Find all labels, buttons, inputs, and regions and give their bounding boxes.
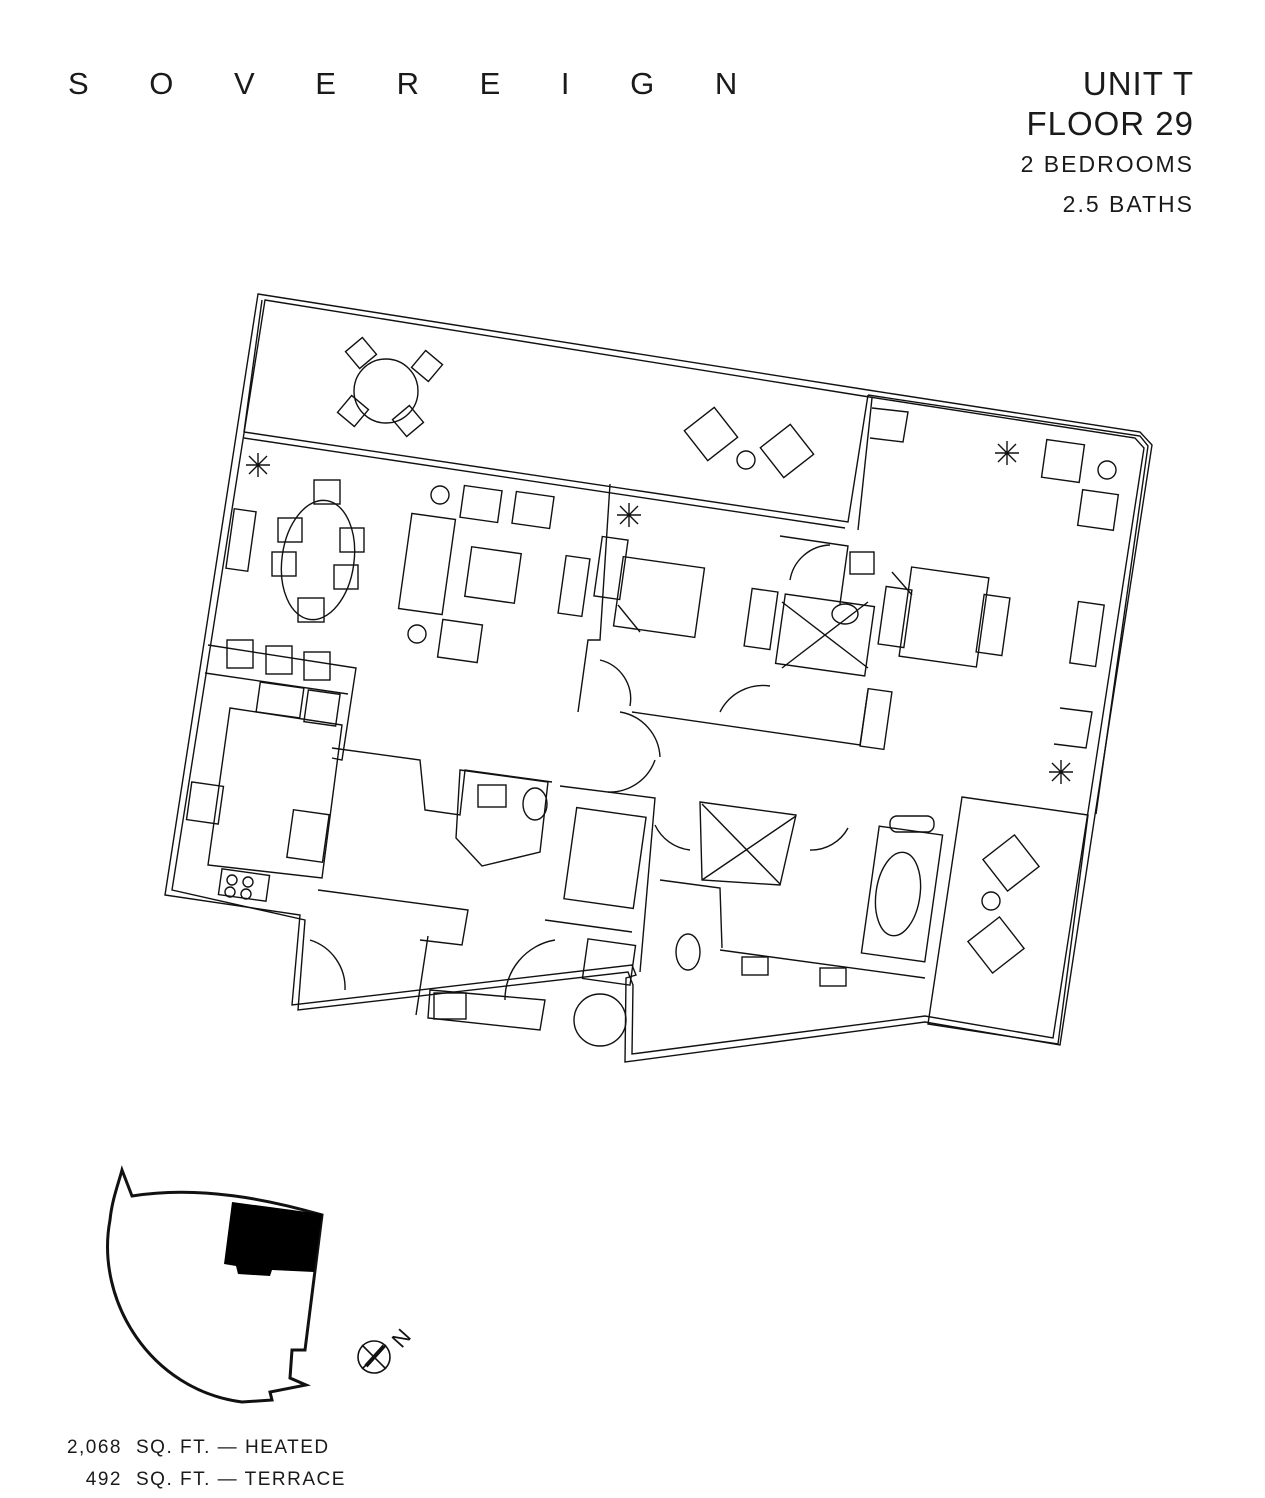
floor-plan bbox=[164, 293, 1153, 1063]
living-area bbox=[397, 484, 591, 664]
north-arrow-icon bbox=[357, 1340, 391, 1374]
area-heated-value: 2,068 bbox=[66, 1437, 122, 1458]
key-plan: N bbox=[106, 1165, 416, 1404]
area-heated: 2,068 SQ. FT. — HEATED bbox=[64, 1432, 346, 1464]
brand-wordmark: S O V E R E I G N bbox=[68, 66, 764, 101]
unit-baths: 2.5 BATHS bbox=[1062, 191, 1194, 217]
area-heated-label: SQ. FT. — HEATED bbox=[136, 1437, 330, 1458]
primary-bedroom bbox=[779, 535, 1011, 751]
southeast-terrace bbox=[927, 796, 1089, 1045]
area-terrace-value: 492 bbox=[85, 1469, 122, 1490]
plant-icons bbox=[246, 441, 1073, 784]
dining-area bbox=[225, 479, 365, 623]
primary-bath bbox=[544, 785, 944, 1047]
unit-bedrooms: 2 BEDROOMS bbox=[1020, 151, 1194, 177]
compass-label: N bbox=[387, 1324, 416, 1353]
unit-floor: FLOOR 29 bbox=[1026, 105, 1194, 142]
area-summary: 2,068 SQ. FT. — HEATED 492 SQ. FT. — TER… bbox=[64, 1432, 346, 1496]
building-outline bbox=[106, 1165, 324, 1404]
hall-and-powder bbox=[309, 711, 661, 1031]
unit-name: UNIT T bbox=[1082, 65, 1194, 102]
unit-highlight bbox=[224, 1202, 322, 1276]
central-bath bbox=[774, 544, 876, 677]
kitchen bbox=[185, 639, 357, 903]
area-terrace: 492 SQ. FT. — TERRACE bbox=[64, 1464, 346, 1496]
outer-walls bbox=[164, 293, 1153, 1063]
area-terrace-label: SQ. FT. — TERRACE bbox=[136, 1469, 346, 1490]
unit-info: UNIT T FLOOR 29 2 BEDROOMS 2.5 BATHS bbox=[1021, 64, 1194, 224]
north-terrace bbox=[243, 299, 869, 529]
east-terrace bbox=[857, 394, 1149, 815]
